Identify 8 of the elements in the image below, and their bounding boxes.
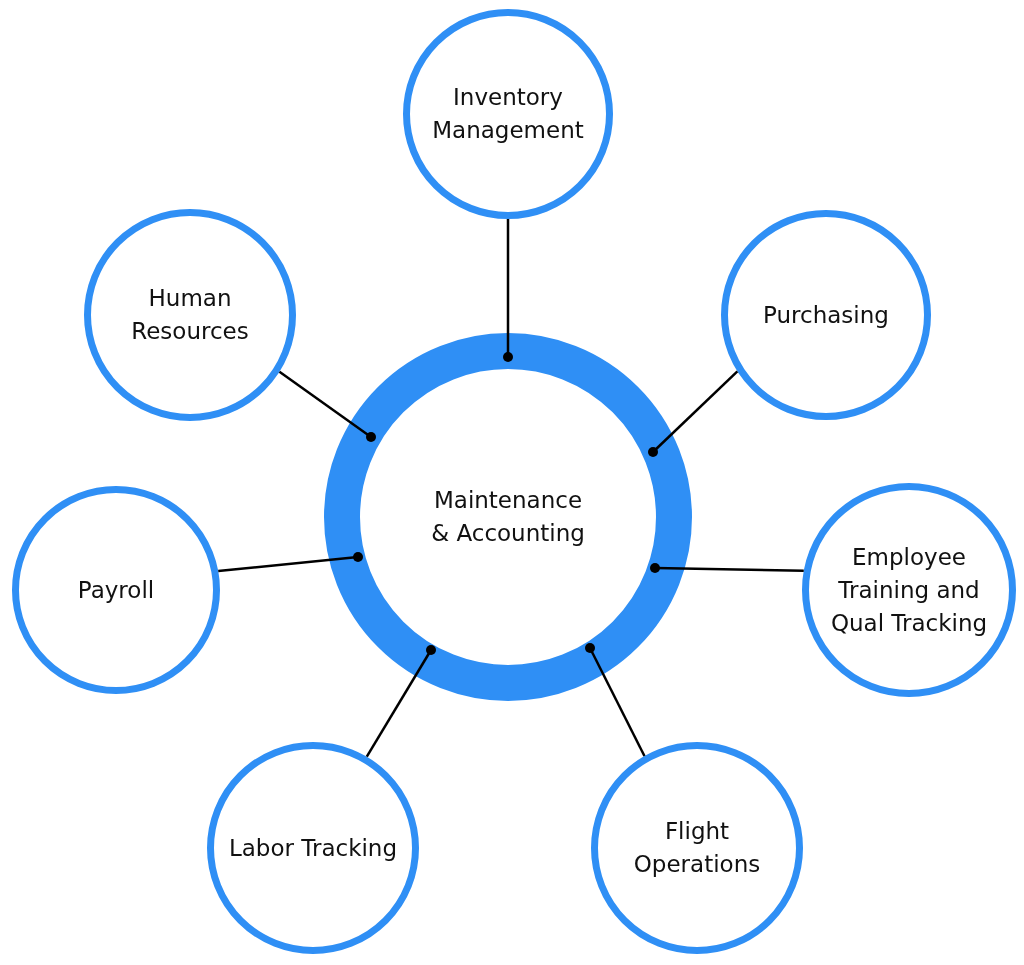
node-label: Flight Operations [632,817,762,879]
node-label: Labor Tracking [228,833,398,863]
node-label: Maintenance & Accounting [430,486,586,548]
node-label: Purchasing [763,300,889,330]
node-label: Human Resources [130,284,250,346]
node-label: Payroll [77,575,155,605]
node-label: Inventory Management [431,83,585,145]
node-label: Employee Training and Qual Tracking [829,542,989,638]
